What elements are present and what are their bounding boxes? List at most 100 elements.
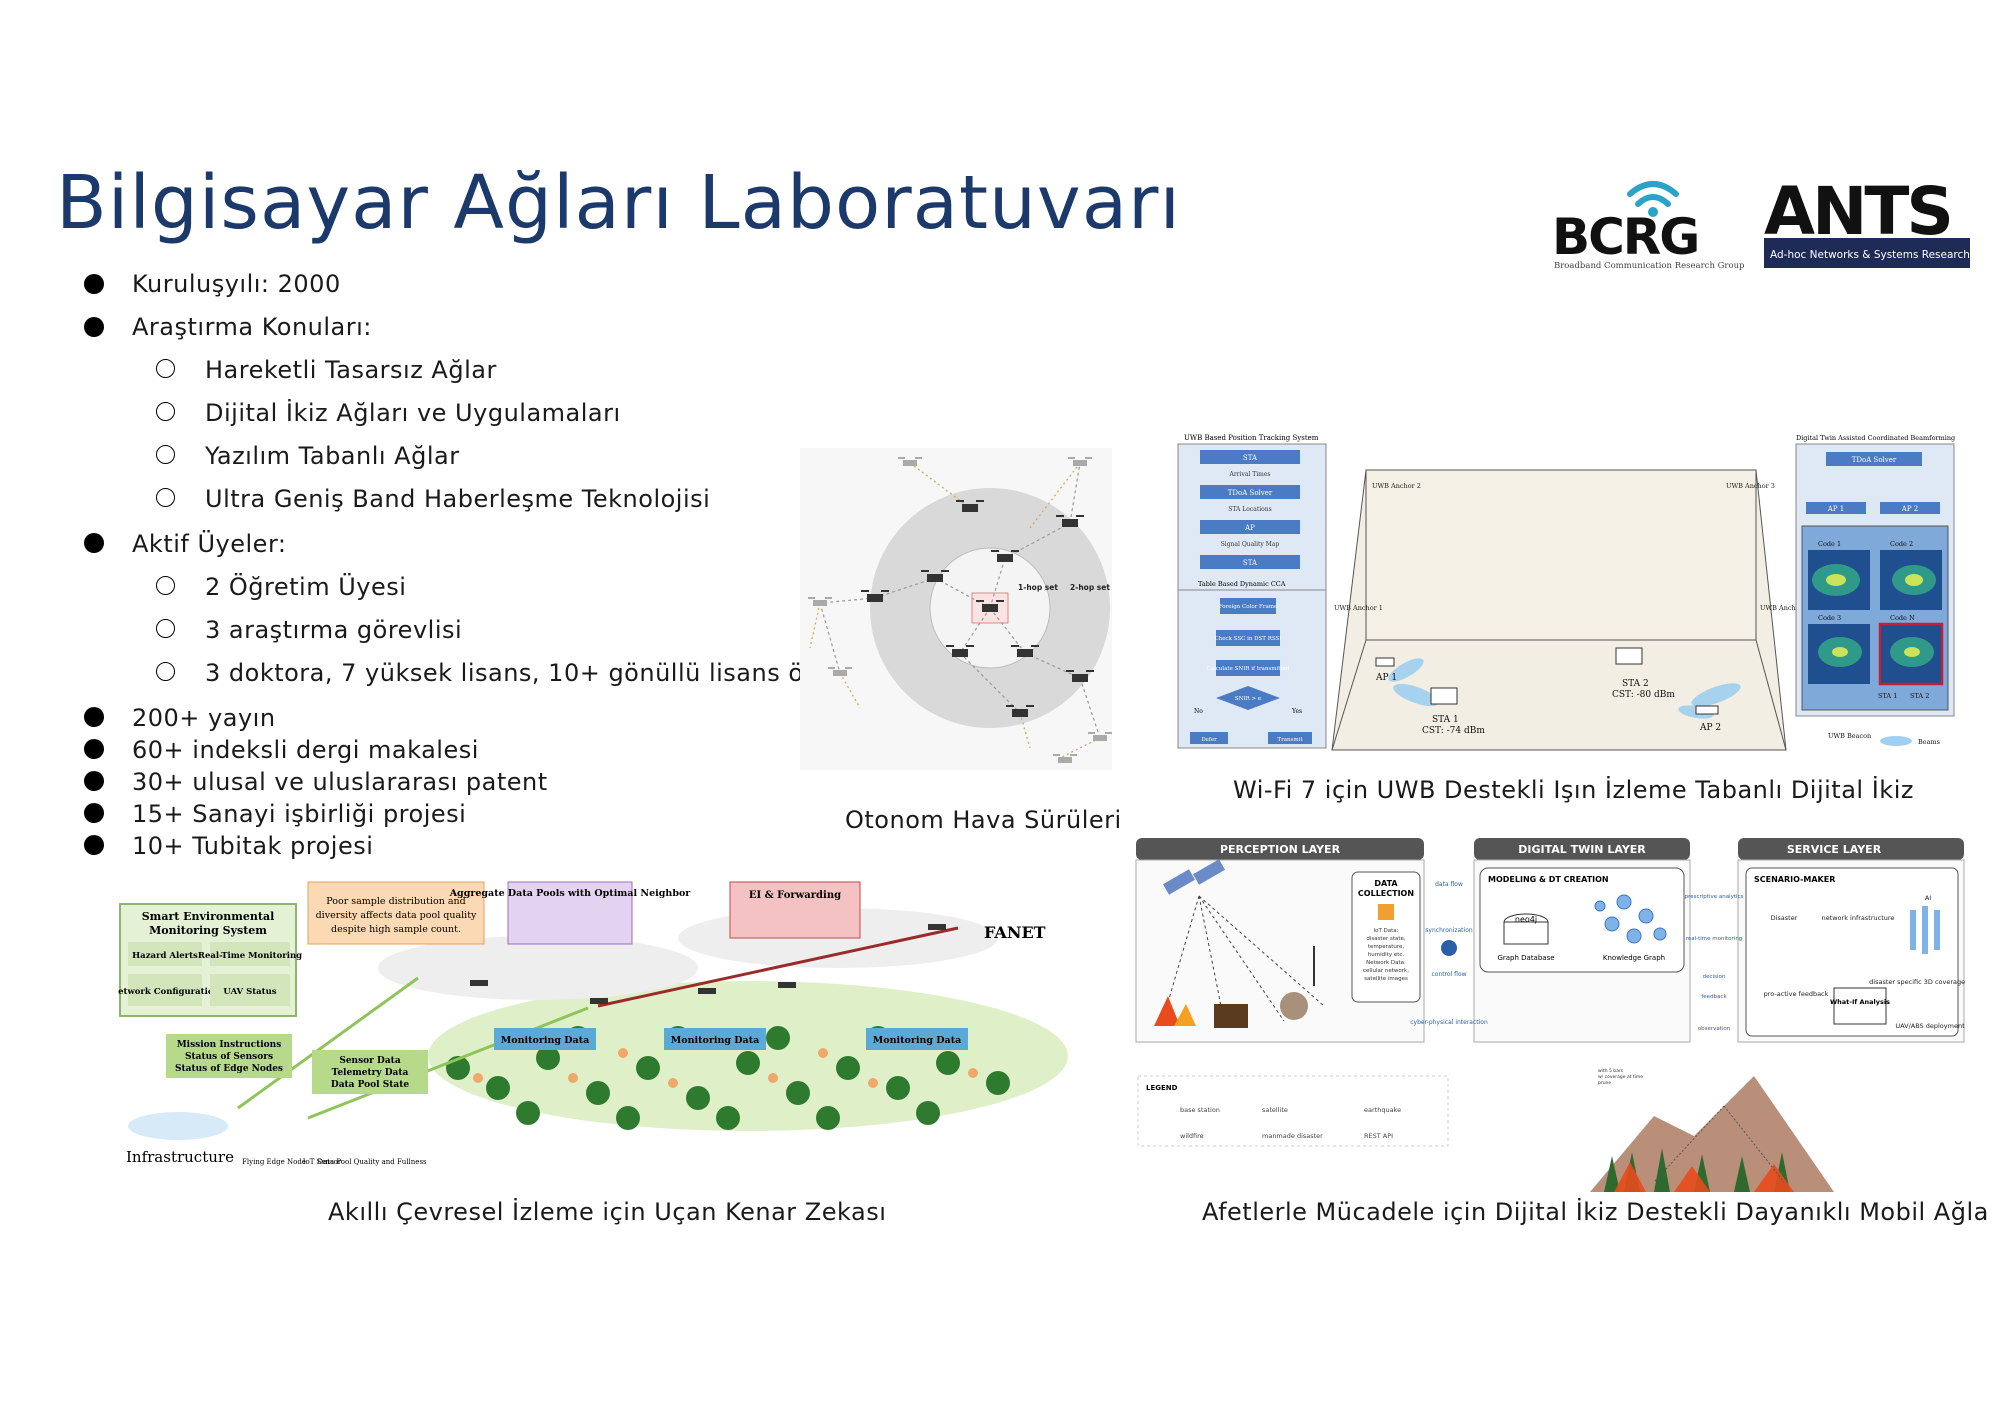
svc-note: UAV/ABS deployment [1895,1022,1965,1030]
svg-text:despite high sample count.: despite high sample count. [331,924,461,935]
swarm-caption: Otonom Hava Sürüleri [845,806,1122,834]
cca-step: SNIR > e [1235,696,1261,702]
mission-line: Mission Instructions [177,1040,282,1050]
bullet-dot [84,803,104,823]
ai-lbl: AI [1925,894,1931,902]
flow-note: STA Locations [1228,506,1271,513]
sems-title-1: Smart Environmental [142,910,275,923]
perception-header: PERCEPTION LAYER [1220,843,1341,856]
legend-item: REST API [1364,1132,1393,1140]
anchor-label: UWB Anchor 2 [1372,482,1421,490]
legend-item: wildfire [1180,1132,1204,1140]
modeling-label: MODELING & DT CREATION [1488,875,1609,884]
code-label: Code N [1890,614,1915,622]
lab-logo: BCRG Broadband Communication Research Gr… [1550,168,2000,272]
agg-label: Aggregate Data Pools with Optimal Neighb… [449,888,692,899]
code-label: Code 2 [1890,540,1913,548]
cca-no: No [1194,708,1203,715]
stat-item: 60+ indeksli dergi makalesi [132,736,479,764]
svc-flow: observation [1698,1026,1731,1032]
flow-label: cyber-physical interaction [1410,1019,1488,1026]
cca-step: Check SSC in DST RSSI [1215,636,1282,642]
wildfire-legend: with 5 bars [1598,1068,1624,1074]
svg-text:satellite images: satellite images [1364,976,1408,982]
sub-bullet-ring [156,662,175,681]
member-item: 2 Öğretim Üyesi [205,573,407,601]
cca-title: Table Based Dynamic CCA [1198,580,1286,588]
flow-step: STA [1243,559,1258,567]
svc-note: disaster specific 3D coverage models [1869,978,1966,986]
flow-step: AP [1244,524,1255,532]
svg-text:COLLECTION: COLLECTION [1358,889,1414,898]
uwb-right-title: Digital Twin Assisted Coordinated Beamfo… [1796,434,1955,442]
flow-note: Arrival Times [1228,471,1270,478]
stat-item: 10+ Tubitak projesi [132,832,374,860]
sems-item: Network Configuration [118,987,220,997]
topic-item: Hareketli Tasarsız Ağlar [205,356,497,384]
wildfire-legend: prune [1598,1080,1611,1086]
stat-item: 200+ yayın [132,704,276,732]
infra-lbl: network infrastructure [1822,914,1895,922]
sta-legend: STA 1 [1878,692,1897,700]
monitoring-label: Monitoring Data [873,1035,962,1046]
ants-banner [1764,238,1970,268]
legend-beams: Beams [1918,738,1940,746]
service-header: SERVICE LAYER [1787,843,1882,856]
svc-flow: prescriptive analytics [1685,894,1744,900]
fanet-label: FANET [984,923,1046,942]
infrastructure-label: Infrastructure [126,1148,234,1166]
legend-item: IoT Sensor [303,1158,342,1166]
uwb-left-title: UWB Based Position Tracking System [1184,434,1319,442]
sta-legend: STA 2 [1910,692,1929,700]
disaster-caption: Afetlerle Mücadele için Dijital İkiz Des… [1202,1198,1989,1226]
cca-step: Calculate SNIR if transmitted [1207,666,1290,672]
flow-label: control flow [1431,971,1466,978]
svg-text:IoT Data:: IoT Data: [1373,928,1398,934]
wifi-icon [1627,181,1679,217]
sensor-line: Sensor Data [339,1056,401,1066]
svc-flow: real-time monitoring [1686,936,1743,942]
page-title: Bilgisayar Ağları Laboratuvarı [56,160,1182,246]
swarm-figure: 1-hop set 2-hop set [800,448,1112,770]
ap2-label: AP 2 [1699,723,1721,733]
right-solver: TDoA Solver [1852,456,1897,464]
svg-text:temperature,: temperature, [1368,944,1405,950]
wildfire-legend: w/ coverage at time [1598,1074,1643,1080]
flow-step: TDoA Solver [1228,489,1273,497]
sta2-cst: CST: -80 dBm [1612,690,1675,700]
monitoring-label: Monitoring Data [671,1035,760,1046]
graphdb-label: Graph Database [1497,954,1554,962]
kg-label: Knowledge Graph [1603,954,1665,962]
sems-item: Real-Time Monitoring [198,951,302,961]
fanet-figure: Smart Environmental Monitoring System Ha… [110,878,1088,1178]
flow-step: STA [1243,454,1258,462]
sub-bullet-ring [156,359,175,378]
stat-item: 15+ Sanayi işbirliği projesi [132,800,467,828]
svc-flow: feedback [1701,994,1727,1000]
members-label: Aktif Üyeler: [132,530,287,558]
scenario-label: SCENARIO-MAKER [1754,875,1835,884]
sta2-label: STA 2 [1622,679,1649,689]
disaster-figure: PERCEPTION LAYER DIGITAL TWIN LAYER SERV… [1134,836,1991,1192]
disaster-lbl: Disaster [1771,914,1798,922]
svg-text:diversity affects data pool qu: diversity affects data pool quality [316,910,477,921]
sub-bullet-ring [156,402,175,421]
sub-bullet-ring [156,576,175,595]
bcrg-wordmark: BCRG [1552,208,1698,266]
right-ap2: AP 2 [1901,505,1918,513]
legend-item: earthquake [1364,1106,1401,1114]
flow-label: data flow [1435,881,1463,888]
mission-line: Status of Edge Nodes [175,1064,283,1074]
ap1-label: AP 1 [1375,673,1397,683]
mission-line: Status of Sensors [185,1052,273,1062]
hop1-label: 1-hop set [1018,583,1058,592]
bullet-dot [84,533,104,553]
dt-header: DIGITAL TWIN LAYER [1518,843,1646,856]
svg-text:humidity etc.: humidity etc. [1368,952,1405,958]
topic-item: Ultra Geniş Band Haberleşme Teknolojisi [205,485,711,513]
anchor-label: UWB Anchor 3 [1726,482,1775,490]
ants-wordmark: ANTS [1764,173,1951,250]
sta1-label: STA 1 [1432,715,1459,725]
uwb-figure: UWB Based Position Tracking System STA T… [1176,430,1956,752]
svg-text:Poor sample distribution and: Poor sample distribution and [326,896,466,907]
